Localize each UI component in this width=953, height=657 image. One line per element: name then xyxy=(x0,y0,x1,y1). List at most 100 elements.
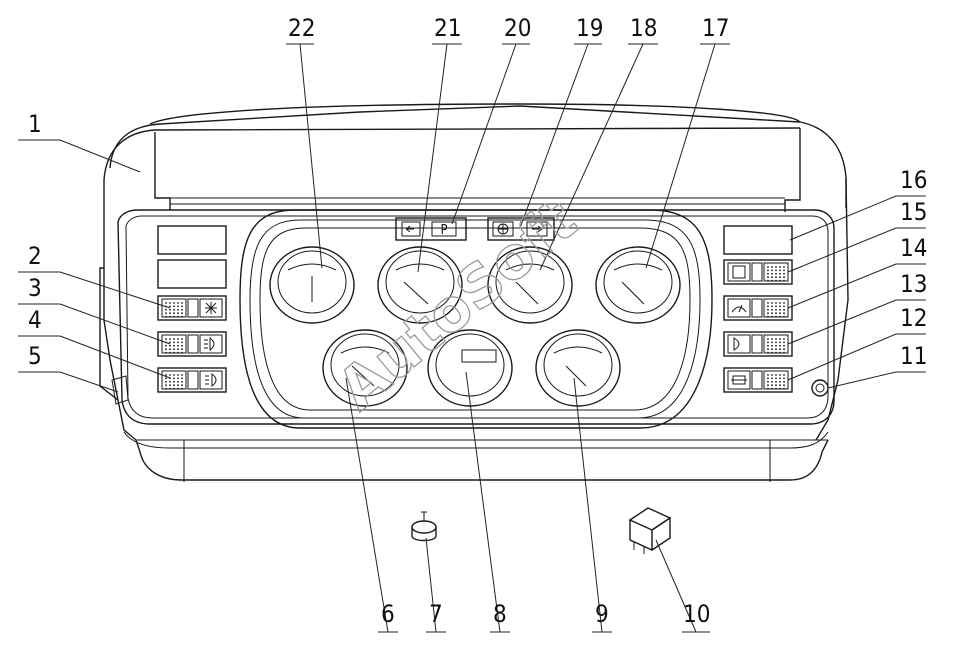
switch-dot xyxy=(181,308,183,311)
switch-dot xyxy=(771,266,773,268)
switch-dot xyxy=(779,305,781,308)
switch-dot xyxy=(181,302,183,304)
switch-dot xyxy=(165,302,167,304)
right-switch-panel xyxy=(723,225,793,393)
switch-dot xyxy=(783,269,785,272)
switch-dot xyxy=(177,341,179,344)
switch-dot xyxy=(169,312,171,315)
switch-dot xyxy=(779,384,781,387)
switch-dot xyxy=(771,315,773,318)
switch-dot xyxy=(173,302,175,304)
switch-dot xyxy=(181,338,183,340)
switch-dot xyxy=(779,341,781,344)
switch-dot xyxy=(783,279,785,282)
switch-dot xyxy=(775,272,777,275)
switch-dot xyxy=(173,308,175,311)
left-switch-panel xyxy=(157,225,227,393)
switch-dot xyxy=(779,387,781,390)
switch-dot xyxy=(767,374,769,376)
switch-dot xyxy=(169,384,171,387)
switch-dot xyxy=(173,351,175,354)
switch-dot xyxy=(177,374,179,376)
switch-dot xyxy=(779,377,781,380)
switch-dot-grids xyxy=(165,266,785,390)
switch-dot xyxy=(783,272,785,275)
switch-dot xyxy=(767,377,769,380)
switch-dot xyxy=(181,377,183,380)
switch-dot xyxy=(173,348,175,351)
switch-dot xyxy=(165,374,167,376)
switch-dot xyxy=(173,387,175,390)
switch-dot xyxy=(177,338,179,340)
switch-dot xyxy=(169,344,171,347)
switch-dot xyxy=(771,272,773,275)
gauge-6 xyxy=(322,329,408,407)
parking-brake-indicator: P xyxy=(440,223,447,238)
switch-dot xyxy=(771,344,773,347)
switch-dot xyxy=(775,308,777,311)
switch-dot xyxy=(771,374,773,376)
switch-dot xyxy=(771,351,773,354)
switch-dot xyxy=(775,279,777,282)
switch-dot xyxy=(169,341,171,344)
switch-dot xyxy=(767,384,769,387)
switch-dot xyxy=(181,387,183,390)
switch-dot xyxy=(165,308,167,311)
switch-dot xyxy=(771,341,773,344)
switch-dot xyxy=(165,380,167,383)
switch-dot xyxy=(165,338,167,340)
callout-8: 8 xyxy=(493,600,507,628)
callout-9: 9 xyxy=(595,600,609,628)
switch-dot xyxy=(779,302,781,304)
callout-15: 15 xyxy=(900,198,927,226)
callout-3: 3 xyxy=(28,274,42,302)
switch-dot xyxy=(771,276,773,279)
switch-dot xyxy=(779,351,781,354)
switch-dot xyxy=(783,302,785,304)
switch-dot xyxy=(775,374,777,376)
switch-dot xyxy=(181,384,183,387)
callout-10: 10 xyxy=(683,600,710,628)
switch-dot xyxy=(775,351,777,354)
switch-dot xyxy=(771,384,773,387)
switch-dot xyxy=(165,387,167,390)
callout-18: 18 xyxy=(630,14,657,42)
switch-dot xyxy=(779,308,781,311)
gauge-18 xyxy=(487,246,573,324)
switch-dot xyxy=(165,312,167,315)
switch-dot xyxy=(771,308,773,311)
switch-dot xyxy=(173,341,175,344)
switch-dot xyxy=(169,374,171,376)
switch-dot xyxy=(165,315,167,318)
switch-dot xyxy=(165,348,167,351)
switch-dot xyxy=(767,348,769,351)
switch-dot xyxy=(779,279,781,282)
callout-14: 14 xyxy=(900,234,927,262)
switch-dot xyxy=(181,374,183,376)
switch-dot xyxy=(177,344,179,347)
switch-dot xyxy=(771,269,773,272)
switch-dot xyxy=(775,276,777,279)
switch-dot xyxy=(783,374,785,376)
switch-dot xyxy=(169,305,171,308)
switch-dot xyxy=(779,315,781,318)
switch-dot xyxy=(771,312,773,315)
switch-dot xyxy=(783,312,785,315)
switch-dot xyxy=(767,279,769,282)
switch-dot xyxy=(177,377,179,380)
callout-11: 11 xyxy=(900,342,927,370)
switch-dot xyxy=(775,305,777,308)
switch-dot xyxy=(779,266,781,268)
callout-1: 1 xyxy=(28,110,42,138)
callout-12: 12 xyxy=(900,304,927,332)
gauge-21 xyxy=(377,246,463,324)
switch-dot xyxy=(767,269,769,272)
switch-dot xyxy=(767,315,769,318)
switch-dot xyxy=(779,269,781,272)
switch-dot xyxy=(779,312,781,315)
switch-dot xyxy=(783,377,785,380)
switch-dot xyxy=(771,338,773,340)
switch-dot xyxy=(169,351,171,354)
switch-dot xyxy=(177,387,179,390)
